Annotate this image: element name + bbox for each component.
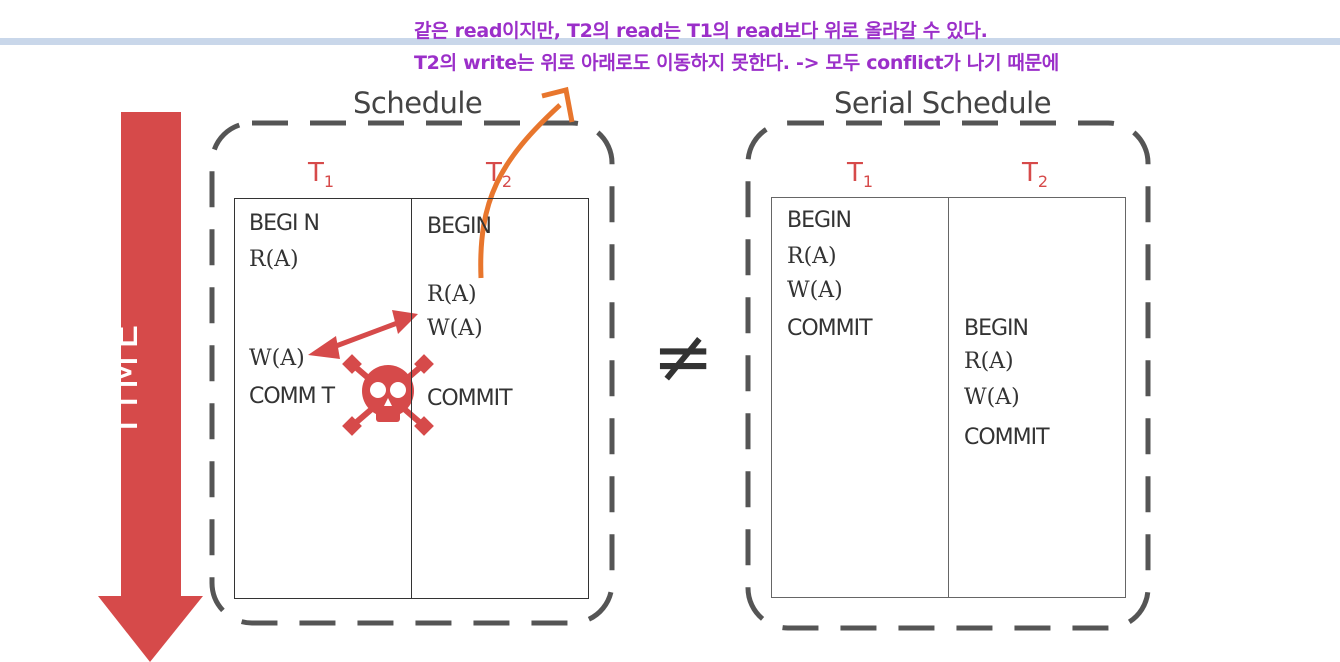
- schedule-t2-commit: COMMIT: [427, 386, 513, 411]
- serial-t2-label: T2: [1022, 158, 1049, 192]
- serial-t2-write: W(A): [964, 385, 1020, 410]
- top-divider-line: [0, 38, 1340, 45]
- serial-schedule-title: Serial Schedule: [834, 86, 1052, 120]
- skull-icon: [342, 354, 434, 436]
- annotation-line-2: T2의 write는 위로 아래로도 이동하지 못한다. -> 모두 confl…: [414, 52, 1059, 74]
- serial-t1-write: W(A): [787, 278, 843, 303]
- serial-t1-read: R(A): [787, 244, 837, 269]
- schedule-t1-read: R(A): [249, 247, 299, 272]
- time-label: TIME: [101, 317, 147, 438]
- serial-t2-read: R(A): [964, 349, 1014, 374]
- schedule-dashed-frame: [209, 120, 615, 626]
- schedule-t2-label: T2: [486, 158, 513, 192]
- move-read-arrow: [478, 86, 575, 279]
- annotation-line-1: 같은 read이지만, T2의 read는 T1의 read보다 위로 올라갈 …: [414, 20, 988, 42]
- schedule-t1-commit: COMM T: [249, 384, 335, 409]
- serial-t2-begin: BEGIN: [964, 316, 1029, 341]
- schedule-title: Schedule: [353, 86, 483, 120]
- schedule-t1-write: W(A): [249, 346, 305, 371]
- serial-t1-label: T1: [847, 158, 874, 192]
- schedule-t1-begin: BEGI N: [249, 211, 320, 236]
- serial-schedule-dashed-frame: [745, 120, 1151, 631]
- time-arrow: [98, 112, 203, 662]
- schedule-t2-write: W(A): [427, 316, 483, 341]
- schedule-t1-label: T1: [308, 158, 335, 192]
- not-equal-symbol: ≠: [652, 314, 715, 400]
- schedule-t2-column: [411, 198, 589, 599]
- serial-t2-column: [948, 197, 1126, 598]
- schedule-t2-begin: BEGIN: [427, 214, 492, 239]
- serial-t1-commit: COMMIT: [787, 316, 873, 341]
- serial-t2-commit: COMMIT: [964, 425, 1050, 450]
- serial-t1-begin: BEGIN: [787, 208, 852, 233]
- schedule-t2-read: R(A): [427, 282, 477, 307]
